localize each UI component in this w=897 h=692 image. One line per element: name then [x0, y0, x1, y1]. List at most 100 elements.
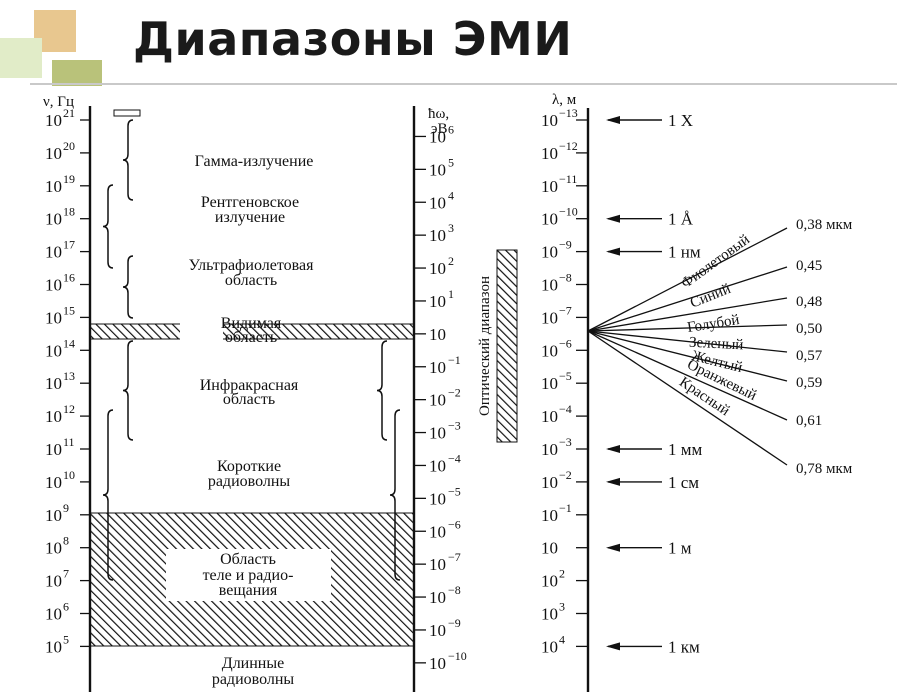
tick-base: 10: [429, 456, 446, 475]
tick-exponent: 5: [63, 632, 69, 646]
color-boundary-label: 0,61: [796, 413, 822, 429]
tick-base: 10: [45, 177, 62, 196]
region-label-visible: область: [225, 329, 277, 346]
wavelength-tick-label: 10−10: [541, 205, 578, 229]
tick-base: 10: [45, 539, 62, 558]
region-label-broadcast: теле и радио-: [203, 567, 294, 584]
color-boundary-line: [587, 297, 788, 332]
tick-base: 10: [541, 473, 558, 492]
tick-base: 10: [45, 374, 62, 393]
wavelength-tick-label: 10−7: [541, 303, 572, 327]
tick-exponent: 13: [63, 369, 75, 383]
tick-exponent: −2: [448, 386, 461, 400]
tick-base: 10: [429, 259, 446, 278]
color-name-label: Фиолетовый: [678, 232, 752, 292]
tick-base: 10: [45, 243, 62, 262]
region-label-xray: Рентгеновское: [201, 194, 299, 211]
wavelength-marker-arrowhead: [606, 214, 620, 223]
color-boundary-label: 0,48: [796, 294, 822, 310]
tick-exponent: −6: [448, 517, 461, 531]
tick-base: 10: [429, 654, 446, 673]
short-radio-bracket-left: [102, 409, 114, 581]
tick-exponent: 11: [63, 435, 75, 449]
tick-base: 10: [45, 407, 62, 426]
region-label-short_radio: Короткие: [217, 458, 281, 475]
wavelength-marker-label: 1 нм: [668, 243, 701, 262]
tick-exponent: −2: [559, 468, 572, 482]
tick-base: 10: [429, 555, 446, 574]
tick-base: 10: [45, 341, 62, 360]
wavelength-marker-label: 1 мм: [668, 440, 703, 459]
region-label-xray: излучение: [215, 209, 285, 226]
tick-exponent: 12: [63, 402, 75, 416]
tick-base: 10: [429, 226, 446, 245]
tick-base: 10: [45, 605, 62, 624]
tick-base: 10: [429, 522, 446, 541]
tick-base: 10: [45, 276, 62, 295]
tick-base: 10: [45, 144, 62, 163]
tick-exponent: −7: [559, 303, 572, 317]
energy-tick-label: 10−8: [429, 583, 461, 607]
color-boundary-line: [587, 266, 788, 332]
wavelength-tick-label: 10−12: [541, 139, 578, 163]
energy-tick-label: 10: [429, 325, 446, 344]
wavelength-marker-label: 1 X: [668, 111, 693, 130]
energy-tick-label: 10−10: [429, 649, 467, 673]
tick-exponent: 18: [63, 205, 75, 219]
region-label-ir: Инфракрасная: [200, 377, 299, 394]
energy-unit-label: эВ: [431, 121, 447, 137]
optical-range-bar: [496, 249, 518, 443]
tick-exponent: 5: [448, 155, 454, 169]
optical-range-label: Оптический диапазон: [477, 276, 493, 416]
tick-exponent: 14: [63, 336, 75, 350]
ir-bracket-right: [376, 340, 388, 441]
wavelength-tick-label: 10−13: [541, 106, 578, 130]
tick-exponent: 3: [448, 221, 454, 235]
region-label-uv: область: [225, 272, 277, 289]
tick-exponent: 10: [63, 468, 75, 482]
tick-exponent: 19: [63, 172, 75, 186]
tick-base: 10: [541, 276, 558, 295]
wavelength-marker-label: 1 м: [668, 539, 692, 558]
wavelength-marker-arrowhead: [606, 116, 620, 124]
energy-tick-label: 10−7: [429, 550, 461, 574]
tick-base: 10: [541, 111, 558, 130]
color-boundary-line: [587, 330, 788, 466]
wavelength-marker-arrowhead: [606, 642, 620, 651]
wavelength-tick-label: 10: [541, 539, 558, 558]
wavelength-marker-arrowhead: [606, 445, 620, 453]
wavelength-tick-label: 10−9: [541, 238, 572, 262]
energy-tick-label: 10−1: [429, 353, 461, 377]
tick-base: 10: [541, 210, 558, 229]
tick-base: 10: [429, 489, 446, 508]
energy-tick-label: 10−3: [429, 419, 461, 443]
tick-exponent: −5: [559, 369, 572, 383]
tick-base: 10: [429, 160, 446, 179]
tick-base: 10: [429, 292, 446, 311]
tick-exponent: 7: [63, 567, 69, 581]
gamma-bracket: [122, 119, 134, 201]
wavelength-tick-label: 10−6: [541, 336, 572, 360]
page-title: Диапазоны ЭМИ: [133, 12, 573, 66]
tick-base: 10: [541, 374, 558, 393]
tick-base: 10: [45, 111, 62, 130]
region-label-broadcast: вещания: [219, 582, 278, 599]
color-boundary-label: 0,50: [796, 321, 822, 337]
region-label-gamma: Гамма-излучение: [195, 153, 314, 170]
broadcast-label-background: [166, 549, 331, 601]
tick-exponent: −9: [448, 616, 461, 630]
color-boundary-line: [587, 330, 788, 353]
frequency-unit-label: ν, Гц: [43, 94, 74, 110]
decor-green-square: [0, 38, 42, 78]
tick-base: 10: [429, 127, 446, 146]
